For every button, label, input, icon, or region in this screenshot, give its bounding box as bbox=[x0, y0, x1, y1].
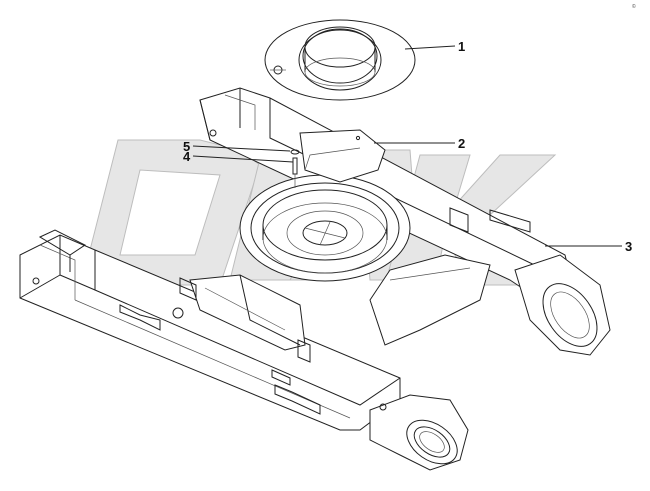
leader-1 bbox=[404, 45, 456, 50]
part-2-cover-plate bbox=[299, 129, 386, 183]
part-4-bolt bbox=[292, 157, 298, 188]
leader-lines bbox=[192, 45, 622, 247]
leader-4 bbox=[192, 155, 294, 163]
callout-3: 3 bbox=[625, 239, 632, 254]
part-5-washer bbox=[290, 149, 300, 155]
callout-4: 4 bbox=[183, 149, 191, 164]
callout-2: 2 bbox=[458, 136, 465, 151]
callout-1: 1 bbox=[458, 39, 465, 54]
part-1-seal-plate bbox=[264, 19, 416, 101]
callout-5: 5 bbox=[183, 139, 190, 154]
corner-code: © bbox=[632, 3, 636, 10]
part-3-lower-frame bbox=[19, 87, 611, 471]
leader-5 bbox=[192, 145, 291, 152]
